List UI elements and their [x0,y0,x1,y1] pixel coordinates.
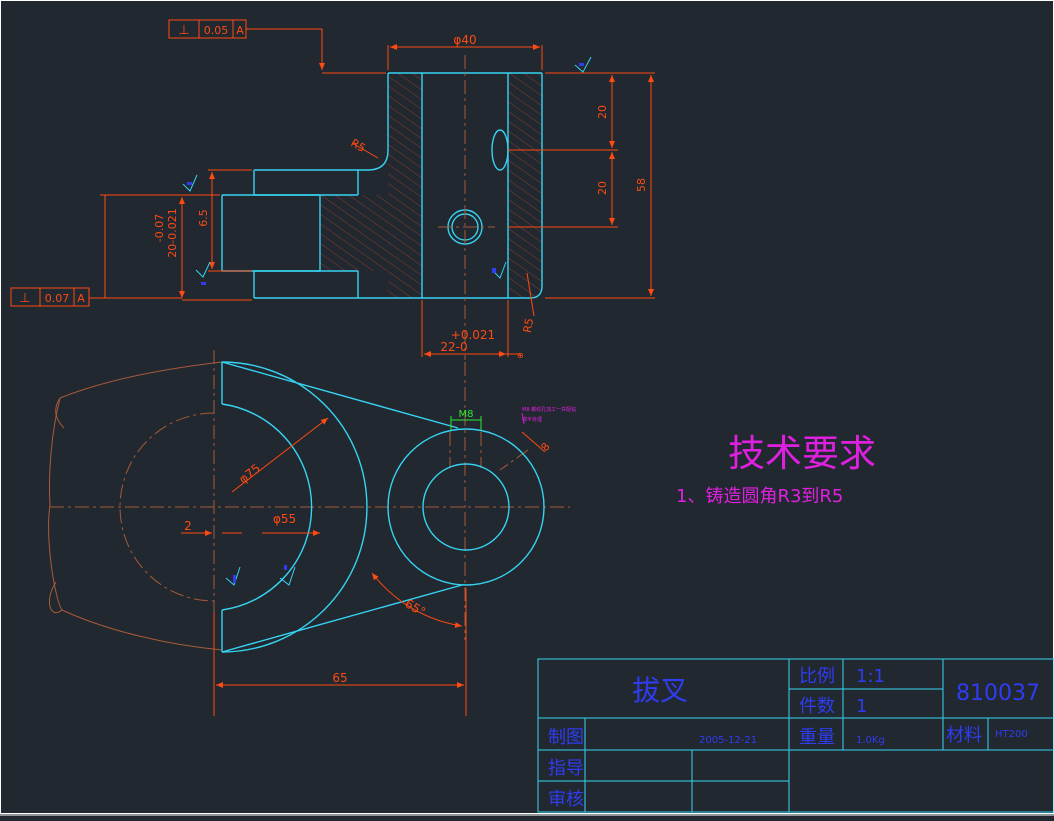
front-view-finish-symbols [225,566,296,586]
title-weight-value: 1.0Kg [856,735,885,746]
front-view-finish-marks [233,565,287,583]
front-view-dimension-lines [181,417,546,716]
title-scale-value: 1:1 [856,666,885,687]
tech-req-item1: 1、铸造圆角R3到R5 [676,486,843,507]
dim-8: 8 [538,440,552,454]
title-material-label: 材料 [946,725,982,746]
tolerance-value-lower: 0.07 [45,292,70,305]
dim-20-upper: 20 [596,105,609,119]
dim-6-5: 6.5 [197,209,210,227]
title-block: 拔叉 比例 1:1 件数 1 重量 1.0Kg 810037 材料 HT200 … [537,658,1054,813]
title-qty-value: 1 [856,696,867,717]
hatch-left-wall [388,73,422,298]
title-scale-label: 比例 [799,666,835,687]
title-guide-label: 指导 [548,758,584,779]
dim-58: 58 [635,178,648,192]
top-view-centerlines [438,55,495,360]
surface-finish-marks [187,63,584,285]
front-view: M8 M8 螺纹孔加工一并配钻 锪平处理 φ75 φ55 2 8 [48,350,576,716]
dim-m8: M8 [459,409,474,420]
dim-2: 2 [184,519,192,533]
dim-20-lower: 20 [596,181,609,195]
dim-tol-upper: -0.07 [153,214,166,242]
dim-phi75: φ75 [236,461,263,486]
dim-65: 65 [332,671,347,685]
top-view: ⊥ 0.05 A ⊥ 0.07 A φ40 R5 20 20 58 6.5 -0… [10,19,655,360]
dim-bottom-base: 22-0 [440,340,467,354]
tolerance-value-upper: 0.05 [204,24,229,37]
hatch-arm [320,195,388,271]
title-part-name: 拔叉 [632,674,688,707]
tech-req-heading: 技术要求 [728,432,876,475]
dim-phi40: φ40 [453,33,476,47]
dim-r5-lower: R5 [521,317,536,334]
hatch-right-wall [508,73,542,298]
phantom-lines [48,361,223,651]
tolerance-symbol-upper: ⊥ [178,23,189,38]
tolerance-datum-lower: A [77,292,85,305]
title-drawn-date: 2005-12-21 [699,735,757,746]
small-note-line2: 锪平处理 [522,416,542,423]
title-check-label: 审核 [548,789,584,810]
dim-tol-base: 20-0.021 [166,208,179,257]
title-material-value: HT200 [995,729,1028,740]
front-view-centerlines [50,350,570,660]
tolerance-symbol-lower: ⊥ [19,291,30,306]
top-view-dimension-lines [89,28,655,357]
dim-phi55: φ55 [273,512,296,526]
small-note-line1: M8 螺纹孔加工一并配钻 [522,406,576,413]
m8-callout: M8 [450,409,482,430]
small-note-leader [521,412,525,425]
tolerance-datum-upper: A [236,24,244,37]
tolerance-frame-upper: ⊥ 0.05 A [168,19,247,39]
title-drawn-label: 制图 [548,727,584,748]
dim-bottom-marker: ⊕ [517,351,524,360]
title-drawing-number: 810037 [956,681,1040,706]
title-qty-label: 件数 [799,696,835,717]
title-weight-label: 重量 [799,727,835,748]
tolerance-frame-lower: ⊥ 0.07 A [10,287,90,307]
dim-r5-upper: R5 [349,136,368,155]
dim-bottom-tol: +0.021 [451,328,495,342]
